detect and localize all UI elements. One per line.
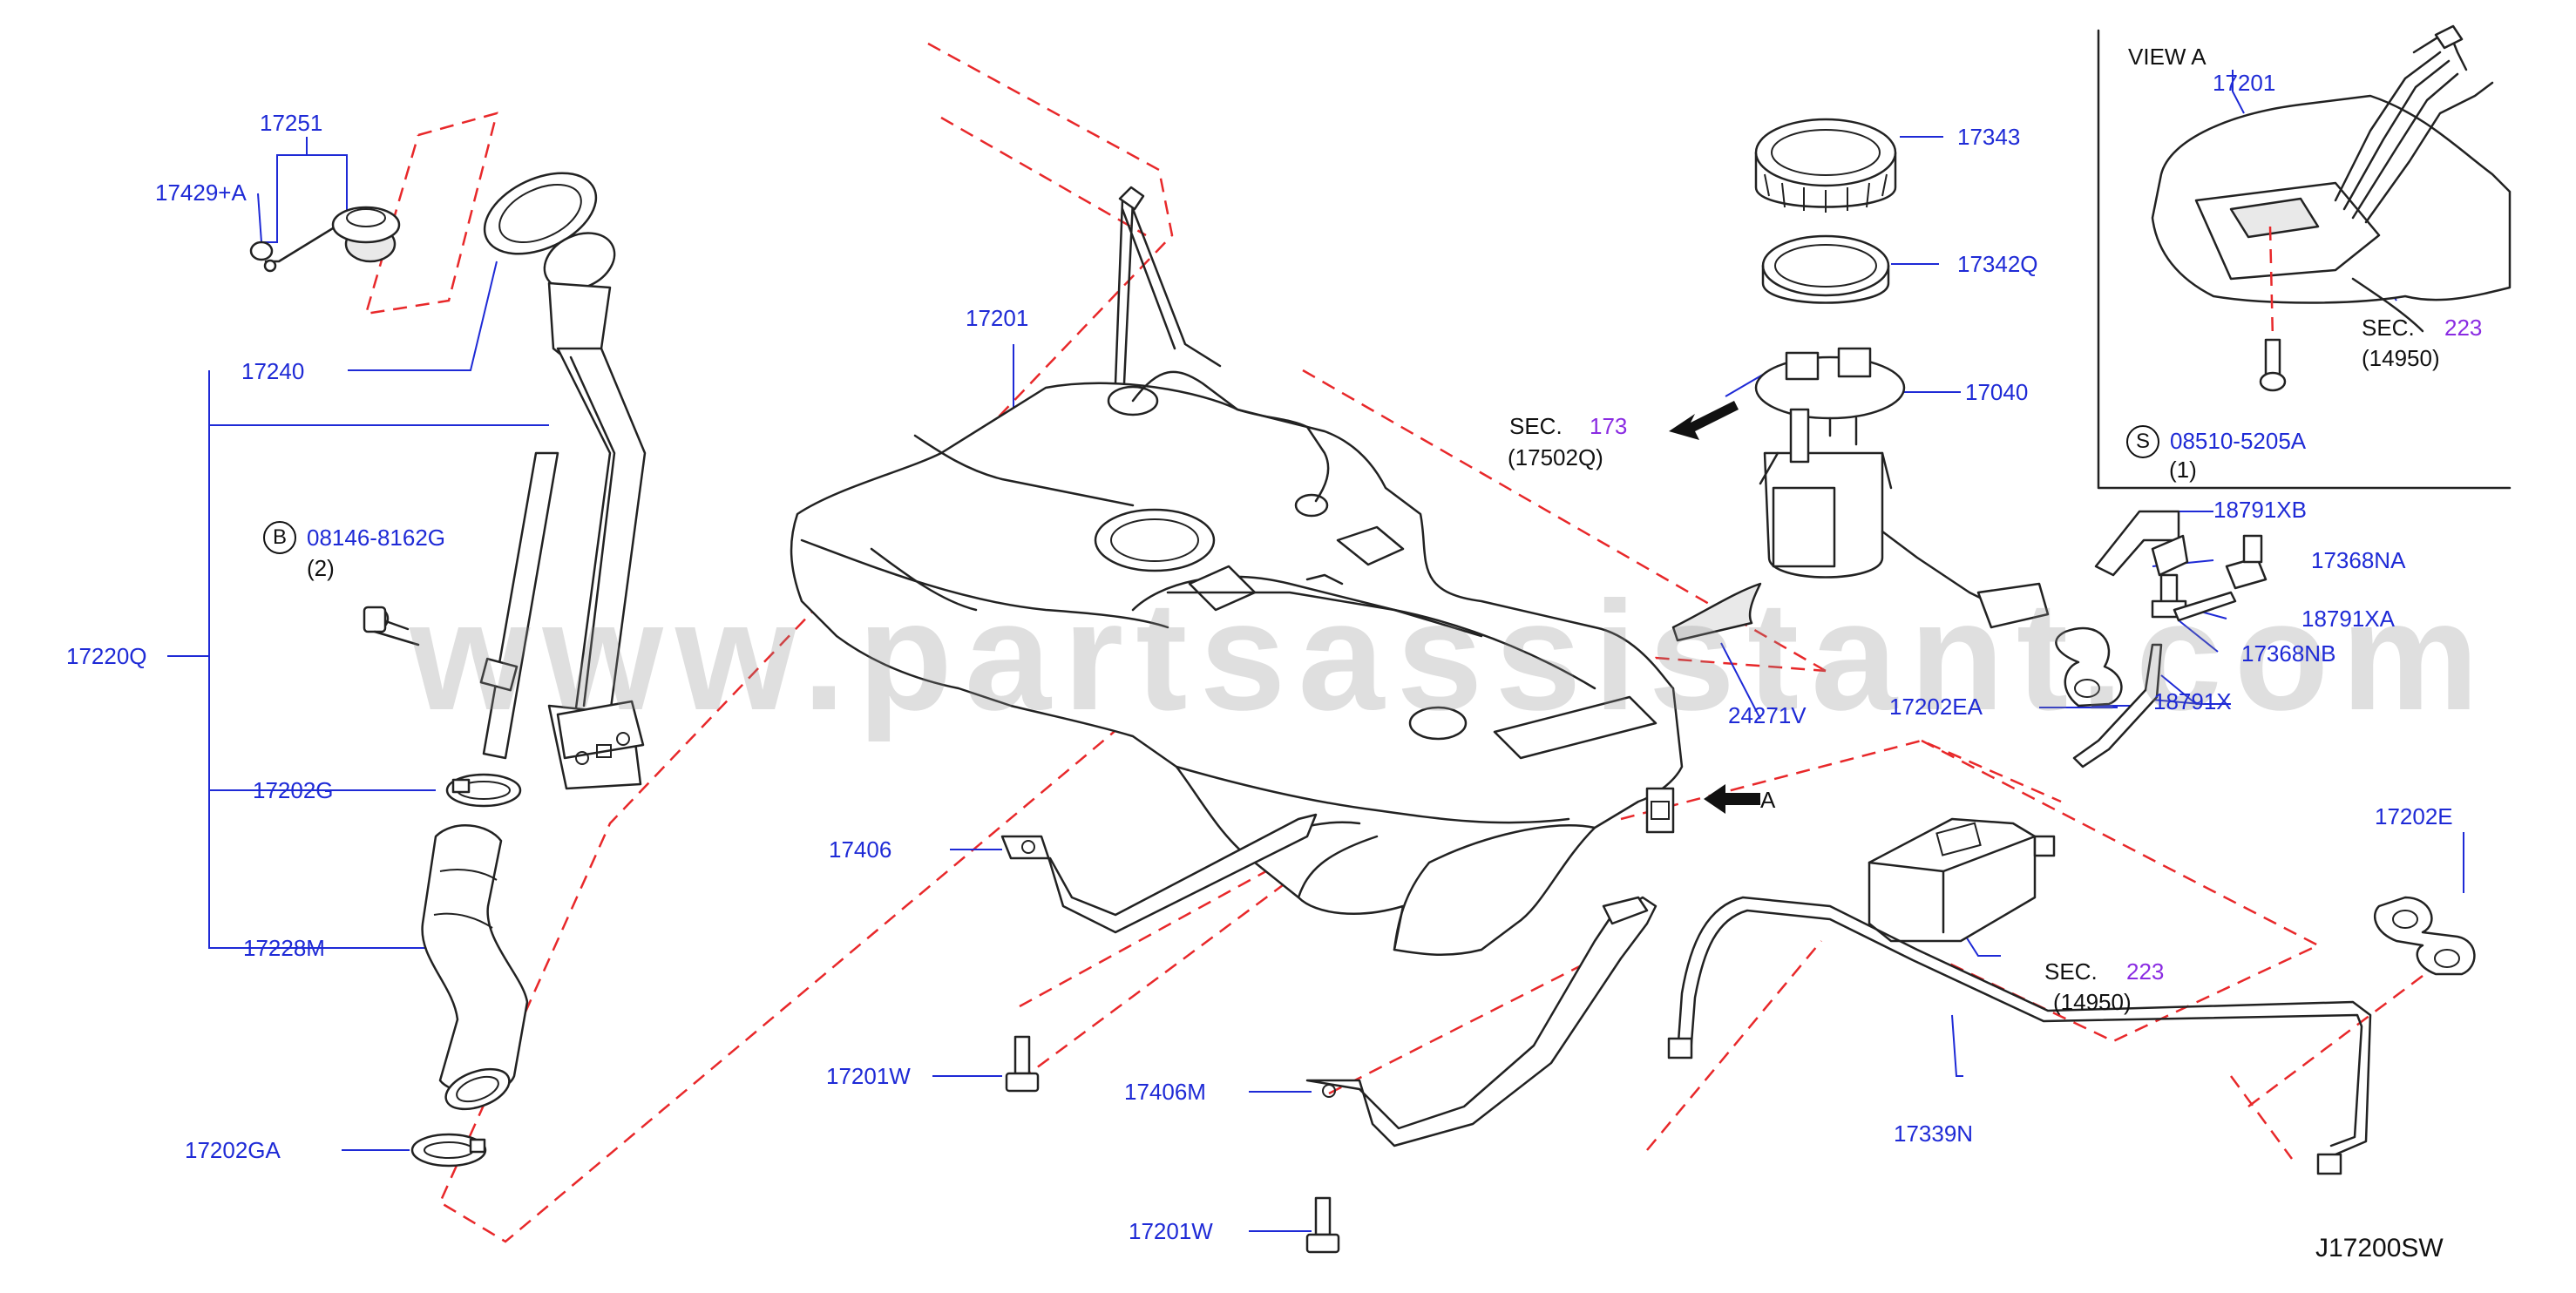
sec223-prefix: SEC. — [2044, 958, 2098, 985]
label-24271V[interactable]: 24271V — [1728, 702, 1807, 728]
label-17201W-a[interactable]: 17201W — [826, 1063, 911, 1089]
label-bolt-qty: (2) — [307, 555, 335, 581]
label-17343[interactable]: 17343 — [1957, 124, 2021, 150]
vapor-tube-17339N — [1667, 896, 2372, 1175]
label-17228M[interactable]: 17228M — [243, 935, 325, 961]
label-17202G[interactable]: 17202G — [253, 777, 334, 803]
fuel-filler-cap — [249, 206, 401, 273]
gasket-24271V — [1671, 582, 1762, 642]
arrow-a-label: A — [1760, 787, 1776, 813]
label-17240[interactable]: 17240 — [241, 358, 305, 384]
vent-hoses — [2072, 510, 2268, 768]
bolt-circle-b: B — [263, 521, 296, 554]
seal-ring-17342Q — [1761, 234, 1890, 304]
label-17406[interactable]: 17406 — [829, 836, 892, 863]
fuel-pump-17040 — [1754, 347, 2050, 629]
bolt-08146 — [363, 606, 420, 646]
label-18791XB[interactable]: 18791XB — [2213, 497, 2307, 523]
leader-lines — [167, 70, 2464, 1232]
direction-arrows — [1669, 401, 1760, 814]
label-17201[interactable]: 17201 — [966, 305, 1029, 331]
label-18791XA[interactable]: 18791XA — [2301, 606, 2395, 632]
lock-ring-17343 — [1754, 118, 1897, 213]
screw-qty: (1) — [2169, 457, 2197, 483]
label-17251[interactable]: 17251 — [260, 110, 323, 136]
label-08146-8162G[interactable]: 08146-8162G — [307, 525, 446, 551]
view-a-sec-prefix: SEC. — [2362, 315, 2415, 341]
label-17368NA[interactable]: 17368NA — [2311, 547, 2406, 573]
label-17220Q[interactable]: 17220Q — [66, 643, 147, 669]
watermark: www.partsassistant.com — [410, 569, 2491, 742]
screw-circle-s: S — [2126, 425, 2159, 458]
evap-canister — [1868, 817, 2056, 943]
sec223-sub: (14950) — [2053, 989, 2132, 1015]
label-08510-5205A[interactable]: 08510-5205A — [2170, 428, 2307, 454]
hose-clamp-17202GA — [410, 1133, 487, 1168]
label-17342Q[interactable]: 17342Q — [1957, 251, 2038, 277]
label-18791X[interactable]: 18791X — [2153, 688, 2232, 714]
tank-strap-17406M — [1305, 896, 1657, 1147]
filler-hose-17228M — [421, 824, 529, 1111]
label-17202E[interactable]: 17202E — [2375, 803, 2453, 829]
view-a-title: VIEW A — [2128, 44, 2207, 70]
sec173-number[interactable]: 173 — [1590, 413, 1628, 439]
label-17202EA[interactable]: 17202EA — [1889, 694, 1983, 720]
sec173-sub: (17502Q) — [1508, 444, 1603, 470]
bolt-17201W-a — [1005, 1035, 1040, 1093]
view-a-sec-sub: (14950) — [2362, 345, 2440, 371]
label-17368NB[interactable]: 17368NB — [2241, 640, 2336, 667]
label-17040[interactable]: 17040 — [1965, 379, 2029, 405]
tank-strap-17406 — [1000, 813, 1318, 934]
bolt-17201W-b — [1305, 1196, 1340, 1254]
label-17201W-b[interactable]: 17201W — [1129, 1218, 1213, 1244]
hose-clamp-17202G — [445, 773, 522, 808]
view-a-inset — [2097, 24, 2512, 490]
diagram-code: J17200SW — [2315, 1234, 2444, 1263]
label-17339N[interactable]: 17339N — [1894, 1120, 1974, 1147]
label-17429A[interactable]: 17429+A — [155, 179, 247, 206]
label-17406M[interactable]: 17406M — [1124, 1079, 1206, 1105]
fuel-tank-17201 — [790, 186, 1684, 956]
clip-17202E — [2374, 896, 2476, 976]
view-a-sec-number[interactable]: 223 — [2444, 315, 2483, 341]
label-17202GA[interactable]: 17202GA — [185, 1137, 281, 1163]
sec173-prefix: SEC. — [1509, 413, 1563, 439]
sec223-number[interactable]: 223 — [2126, 958, 2165, 985]
clip-17202EA — [2055, 626, 2123, 707]
filler-neck-assembly — [365, 172, 647, 790]
view-a-label-17201[interactable]: 17201 — [2213, 70, 2276, 96]
